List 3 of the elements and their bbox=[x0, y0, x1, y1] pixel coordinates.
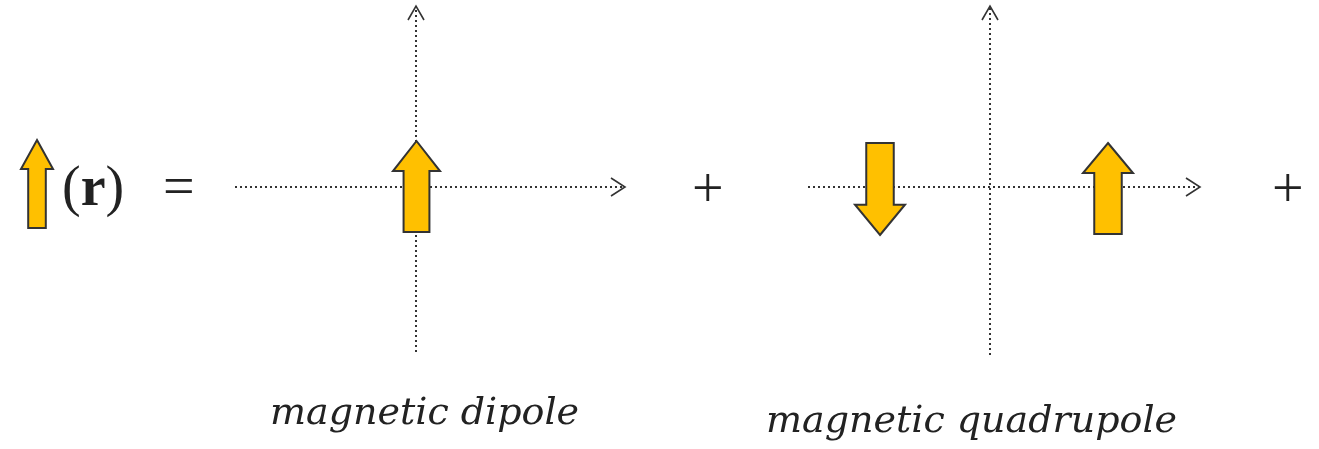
plus-sign: + bbox=[692, 160, 724, 216]
plus-sign: + bbox=[1272, 160, 1304, 216]
equals-sign: = bbox=[163, 158, 195, 214]
